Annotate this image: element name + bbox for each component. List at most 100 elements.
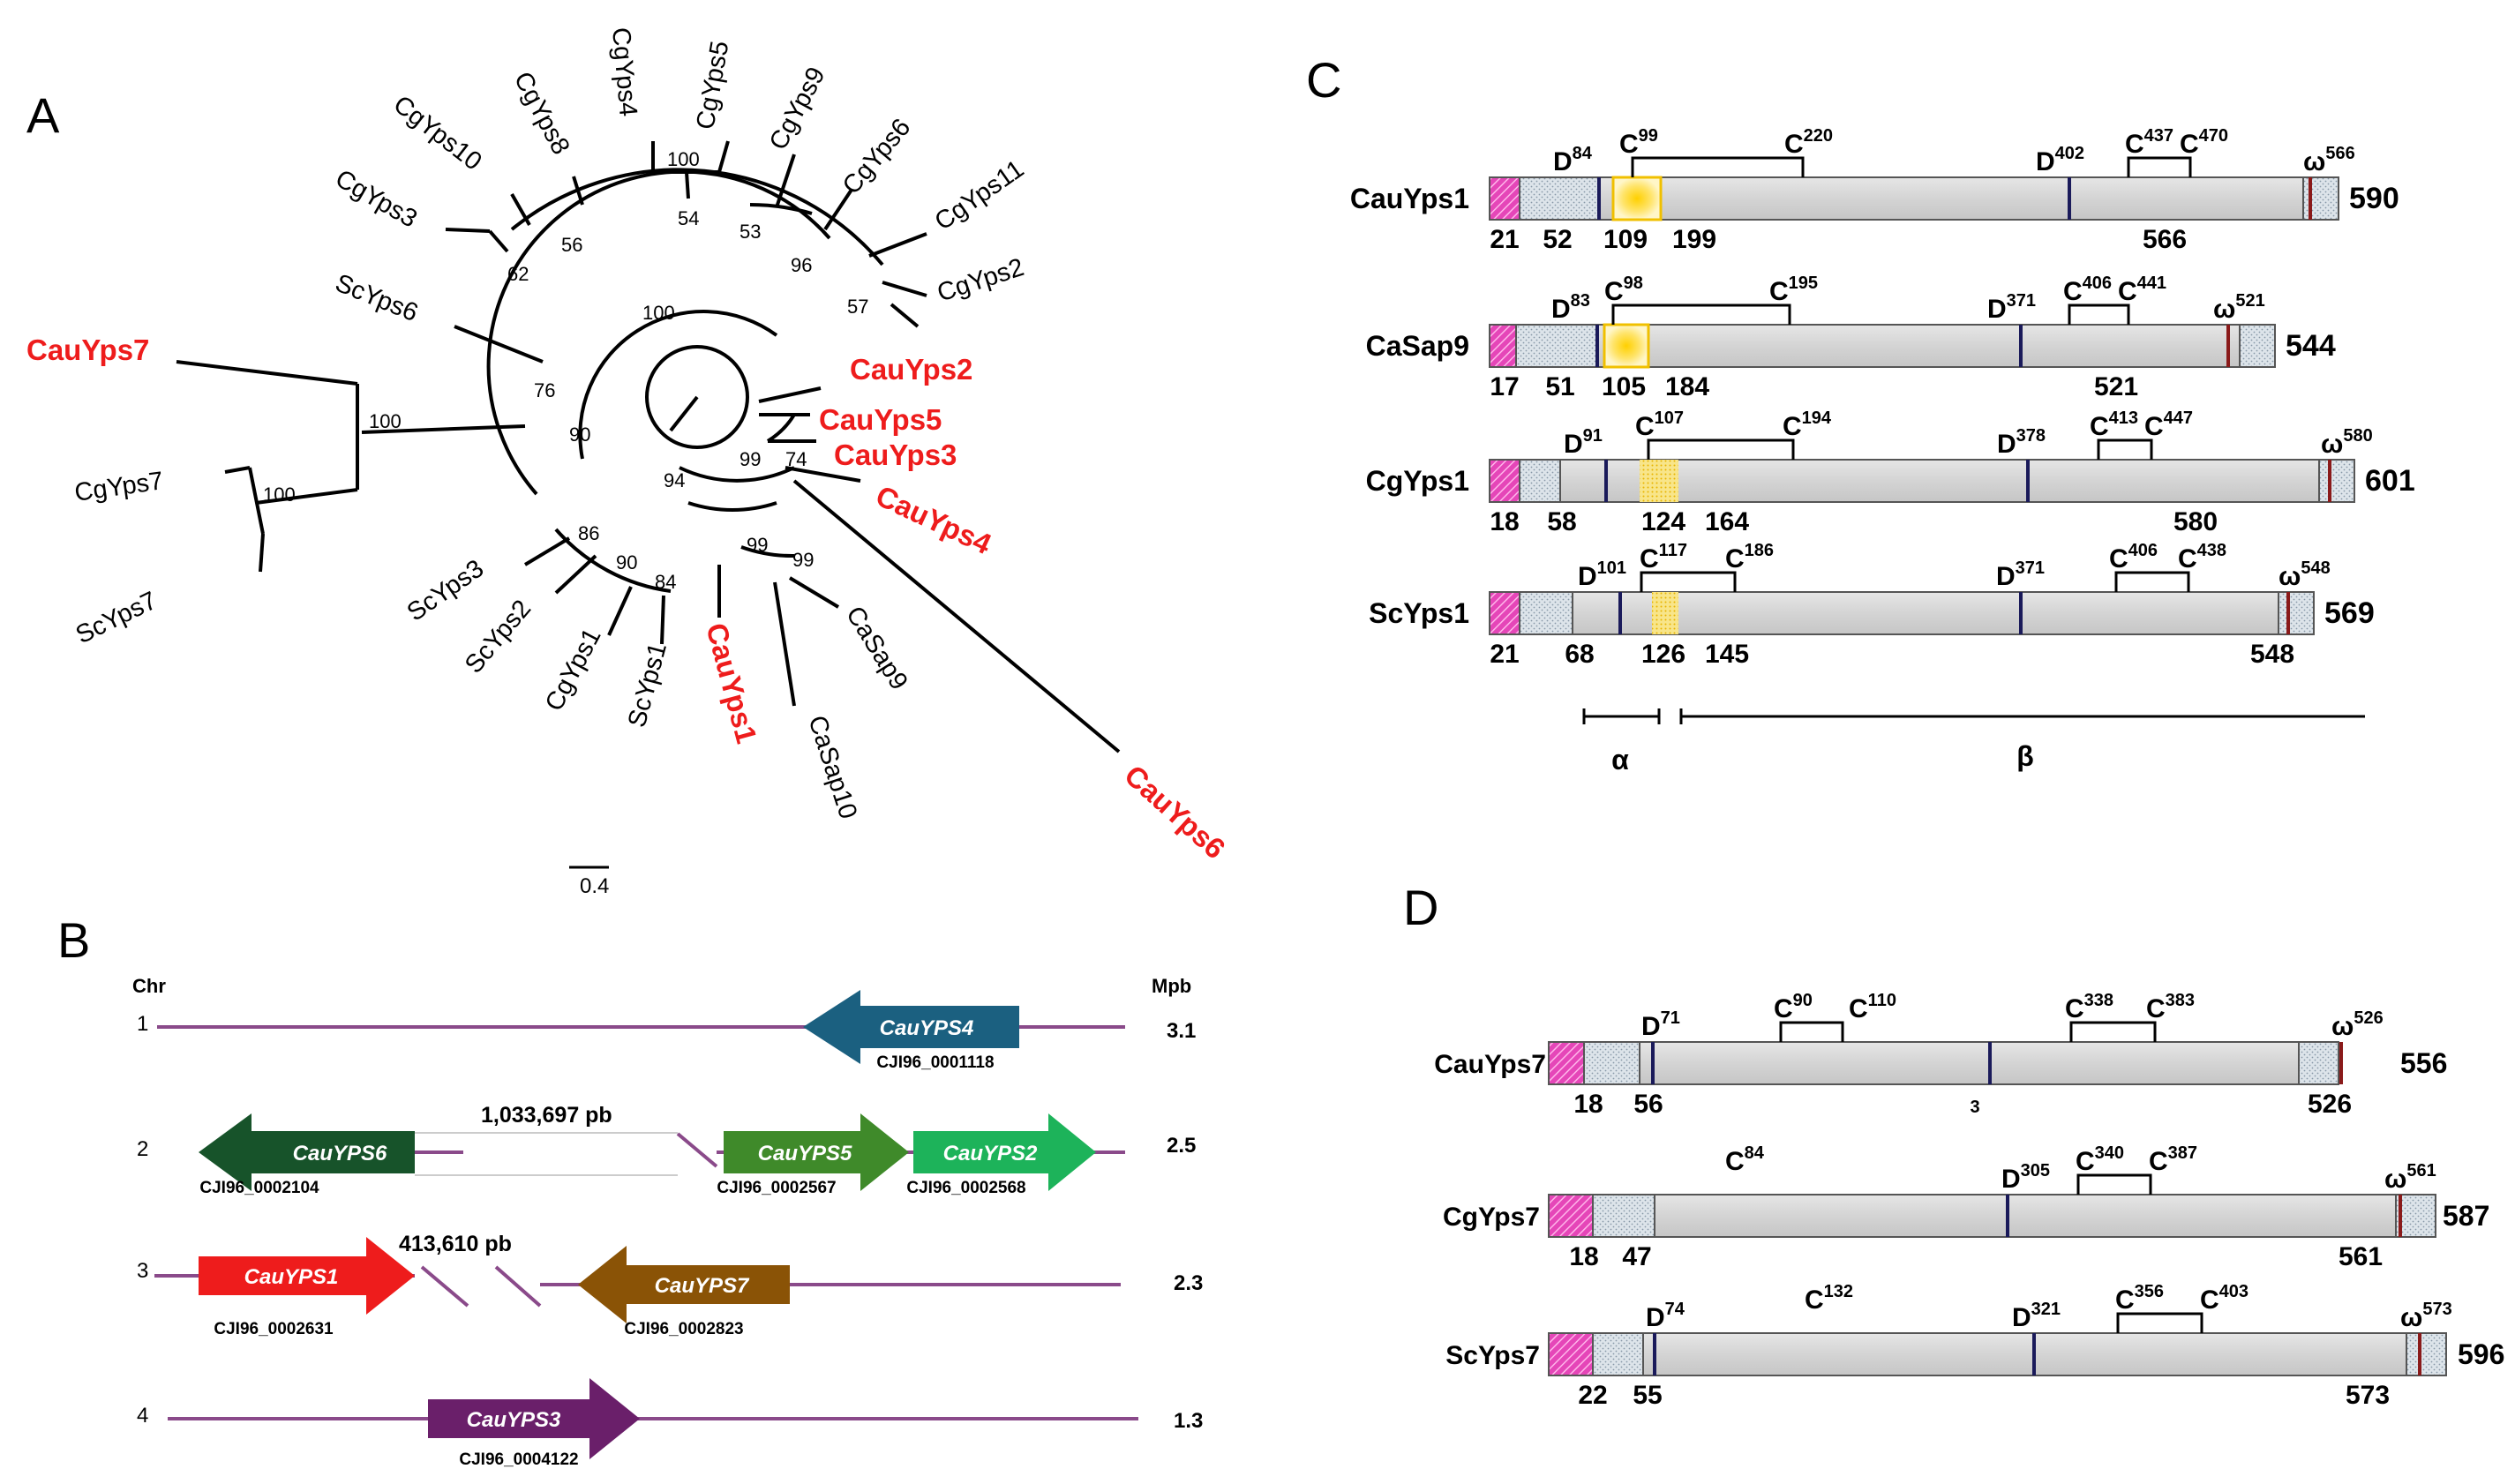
cysteine-label: C470: [2180, 126, 2228, 159]
omega-label: ω526: [2331, 1008, 2384, 1041]
gene-name: CauYPS6: [293, 1142, 387, 1165]
disulfide-bracket: [1611, 304, 1791, 325]
disulfide-bracket: [2069, 1021, 2157, 1042]
chromosome-line: [676, 1132, 718, 1168]
aspartate-label: D91: [1564, 426, 1603, 459]
cysteine-label: C387: [2149, 1143, 2197, 1176]
leaf-label: CgYps9: [764, 63, 831, 154]
residue-position: 56: [1633, 1090, 1663, 1119]
scale-bar-label: 0.4: [580, 874, 609, 898]
chr-size: 2.3: [1174, 1271, 1203, 1295]
panel-label-b: B: [57, 912, 90, 968]
leaf-label: CaSap9: [840, 602, 913, 695]
tree-branch-casap10: [773, 581, 796, 707]
protein-length: 569: [2324, 596, 2375, 630]
protein-length: 590: [2349, 182, 2399, 215]
cysteine-label: C117: [1640, 541, 1687, 573]
gpi-tail: [2406, 1332, 2447, 1376]
cysteine-label: C186: [1725, 541, 1774, 573]
residue-position: 22: [1578, 1381, 1607, 1410]
bootstrap-value: 90: [569, 423, 590, 446]
bootstrap-value: 86: [578, 522, 599, 544]
protein-length: 596: [2458, 1338, 2504, 1370]
omega-label: ω580: [2321, 426, 2373, 459]
residue-position: 566: [2143, 225, 2187, 254]
residue-position: 580: [2173, 507, 2218, 536]
leaf-label: CaSap10: [802, 712, 862, 822]
alpha-label: α: [1611, 744, 1629, 776]
chromosome-line: [494, 1265, 542, 1308]
leaf-label-red: CauYps7: [26, 334, 149, 366]
panel-label-d: D: [1403, 880, 1438, 935]
yellow-domain: [1603, 323, 1650, 369]
residue-position: 21: [1490, 225, 1519, 254]
gene-id: CJI96_0001118: [876, 1053, 994, 1072]
bootstrap-value: 76: [534, 379, 555, 401]
protein-name: CgYps7: [1443, 1203, 1540, 1232]
bootstrap-value: 62: [507, 263, 529, 285]
protein-length: 556: [2400, 1047, 2447, 1079]
propeptide: [1592, 1194, 1655, 1238]
cysteine-label: C441: [2118, 274, 2166, 306]
omega-label: ω566: [2303, 144, 2355, 176]
gene-arrow-cauyps1: [199, 1237, 415, 1315]
aspartate-label: D378: [1997, 426, 2046, 459]
disulfide-bracket: [2068, 304, 2130, 325]
cysteine-label: C99: [1619, 126, 1658, 159]
bootstrap-value: 94: [664, 469, 685, 491]
tree-arc-cg2: [749, 203, 813, 215]
gene-name: CauYPS3: [467, 1408, 561, 1432]
residue-position: 47: [1622, 1242, 1651, 1271]
gene-name: CauYPS4: [880, 1016, 974, 1040]
bootstrap-value: 100: [667, 148, 700, 170]
tree-arc-casap: [740, 545, 795, 558]
chr-header: Chr: [132, 975, 166, 997]
residue-position: 68: [1565, 640, 1594, 669]
aspartate-label: D101: [1578, 558, 1626, 591]
bootstrap-value: 74: [785, 448, 807, 470]
protein-bar: [1489, 591, 2315, 635]
gene-id: CJI96_0002631: [214, 1320, 334, 1338]
cysteine-label: C340: [2076, 1143, 2124, 1176]
aspartate-label: D402: [2036, 144, 2084, 176]
tree-branch-cgyps3b: [445, 228, 491, 233]
tree-branch-v3: [248, 467, 265, 535]
signal-peptide: [1489, 459, 1520, 503]
gene-arrow-cauyps7: [578, 1246, 790, 1323]
gpi-tail: [2278, 591, 2315, 635]
chr-number: 3: [137, 1259, 148, 1283]
cysteine-label: C338: [2065, 991, 2113, 1023]
leaf-label: CgYps7: [73, 467, 166, 507]
disulfide-bracket: [1640, 571, 1737, 592]
gene-name: CauYPS7: [655, 1274, 750, 1298]
yellow-domain: [1611, 176, 1663, 221]
omega-label: ω548: [2279, 558, 2331, 591]
signal-peptide: [1489, 324, 1517, 368]
chr-number: 1: [137, 1012, 148, 1036]
tree-branch-cgyps8: [572, 176, 584, 206]
gene-id: CJI96_0002568: [906, 1179, 1025, 1197]
cysteine-label: C447: [2144, 408, 2193, 441]
tree-branch-cgyps6: [823, 188, 853, 231]
tree-branch-outgroup: [361, 424, 526, 434]
protein-name: CaSap9: [1366, 330, 1469, 362]
propeptide: [1519, 591, 1573, 635]
cysteine-label: C84: [1725, 1143, 1765, 1176]
residue-position: 561: [2339, 1242, 2383, 1271]
tree-branch-scyps2: [554, 554, 597, 595]
gene-id: CJI96_0002104: [199, 1179, 319, 1197]
cysteine-label: C220: [1784, 126, 1833, 159]
gpi-tail: [2298, 1041, 2339, 1085]
residue-position: 124: [1641, 507, 1685, 536]
propeptide: [1519, 459, 1561, 503]
residue-position: 18: [1573, 1090, 1603, 1119]
tree-branch-cgyps10: [510, 193, 531, 226]
protein-name: ScYps7: [1445, 1341, 1540, 1370]
tree-branch-cgyps11: [868, 232, 927, 258]
propeptide: [1519, 176, 1600, 221]
phylogenetic-tree: [176, 140, 1121, 753]
signal-peptide: [1548, 1194, 1594, 1238]
chr-size: 1.3: [1174, 1409, 1203, 1433]
signal-peptide: [1548, 1041, 1585, 1085]
leaf-label: CgYps11: [930, 155, 1030, 236]
